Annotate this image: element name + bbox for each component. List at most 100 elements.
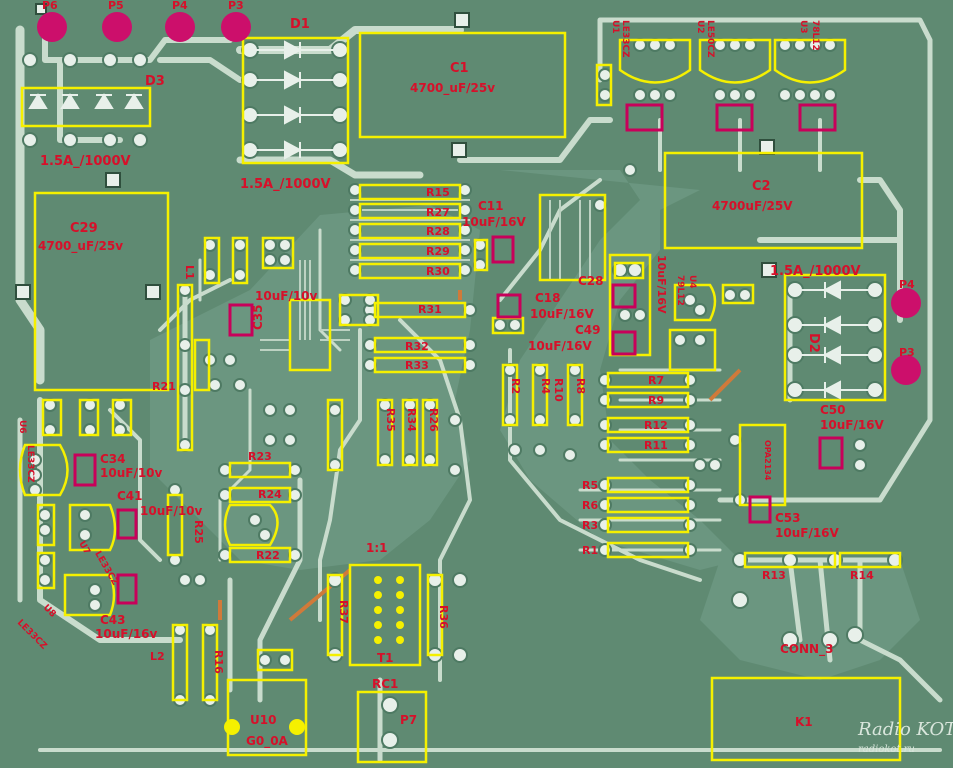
label-r13: R13 <box>762 569 786 582</box>
label-c2: C2 <box>752 179 771 194</box>
label-r33: R33 <box>405 359 429 372</box>
label-u10-part: G0_0A <box>246 734 289 749</box>
label-u3: U3 <box>798 20 808 34</box>
label-r28: R28 <box>426 225 450 238</box>
label-c1-value: 4700_uF/25v <box>410 81 495 96</box>
label-c28: C28 <box>578 274 604 288</box>
label-r24: R24 <box>258 488 282 501</box>
label-r9: R9 <box>648 394 664 407</box>
label-l1: L1 <box>183 265 196 280</box>
label-d2: D2 <box>806 333 821 353</box>
label-c35: C35 <box>251 304 265 330</box>
label-r29: R29 <box>426 245 450 258</box>
label-c28-value: 10uF/16V <box>655 255 668 314</box>
label-c18-value: 10uF/16V <box>530 307 595 321</box>
label-c43-value: 10uF/16v <box>95 627 158 641</box>
label-r16: R16 <box>212 650 225 674</box>
label-c35-value: 10uF/10v <box>255 289 318 303</box>
diode-symbols <box>28 40 870 400</box>
label-c18: C18 <box>535 291 561 305</box>
label-r26: R26 <box>427 408 440 432</box>
label-r36: R36 <box>437 605 450 629</box>
label-r14: R14 <box>850 569 874 582</box>
pads <box>22 38 903 749</box>
pin-label-p6: P6 <box>42 0 58 12</box>
label-c29-value: 4700_uF/25v <box>38 239 123 254</box>
label-u6-part: LE33CZ <box>25 445 35 483</box>
watermark-site: radiokot.ru <box>858 744 915 755</box>
label-r4: R4 <box>539 378 552 394</box>
label-r30: R30 <box>426 265 450 278</box>
label-u10: U10 <box>250 713 276 727</box>
silkscreen <box>18 31 902 764</box>
label-d2-rating: 1.5A_/1000V <box>770 264 861 279</box>
label-c11: C11 <box>478 199 504 213</box>
label-u2-part: LE50CZ <box>705 20 715 58</box>
label-c49-value: 10uF/16V <box>528 339 593 353</box>
label-r22: R22 <box>256 549 280 562</box>
label-c43: C43 <box>100 613 126 627</box>
label-u4-part: 79L12 <box>675 275 685 306</box>
label-r8: R8 <box>574 378 587 394</box>
label-d3: D3 <box>145 74 165 89</box>
label-d1: D1 <box>290 17 310 32</box>
label-r37: R37 <box>337 600 350 624</box>
label-r34: R34 <box>405 408 418 432</box>
label-l2: L2 <box>150 650 165 663</box>
pin-label-p3-top: P3 <box>228 0 244 12</box>
label-r27: R27 <box>426 206 450 219</box>
label-u1: U1 <box>610 20 620 34</box>
label-r1: R1 <box>582 544 598 557</box>
signal-traces <box>260 199 591 351</box>
u10-pins <box>224 719 305 735</box>
label-conn3: CONN_3 <box>780 642 833 657</box>
label-d3-rating: 1.5A_/1000V <box>40 154 131 169</box>
label-c29: C29 <box>70 221 98 236</box>
label-c11-value: 10uF/16V <box>462 215 527 229</box>
label-c53-value: 10uF/16V <box>775 526 840 540</box>
label-r31: R31 <box>418 303 442 316</box>
label-r25: R25 <box>192 520 205 544</box>
label-c1: C1 <box>450 61 469 76</box>
label-u3-part: 78L12 <box>810 20 820 51</box>
label-c2-value: 4700uF/25V <box>712 199 793 213</box>
label-r15: R15 <box>426 186 450 199</box>
label-c41-value: 10uF/10v <box>140 504 203 518</box>
label-r23: R23 <box>248 450 272 463</box>
label-c34: C34 <box>100 452 126 466</box>
label-r21: R21 <box>152 380 176 393</box>
label-r10: R10 <box>552 378 565 402</box>
pin-label-p4-top: P4 <box>172 0 188 12</box>
label-u4: U4 <box>687 275 697 289</box>
pin-label-p3-right: P3 <box>899 346 915 359</box>
label-r2: R2 <box>509 378 522 394</box>
label-u6: U6 <box>17 420 27 434</box>
pin-label-p5: P5 <box>108 0 124 12</box>
label-c49: C49 <box>575 323 601 337</box>
label-u1-part: LE33CZ <box>620 20 630 58</box>
pin-label-p4-right: P4 <box>899 278 915 291</box>
square-pads <box>15 3 777 300</box>
label-r32: R32 <box>405 340 429 353</box>
label-c34-value: 10uF/10v <box>100 466 163 480</box>
label-k1: K1 <box>795 715 813 729</box>
label-c53: C53 <box>775 511 801 525</box>
label-u5-part: OPA2134 <box>763 440 772 481</box>
label-r6: R6 <box>582 499 598 512</box>
label-t1-ratio: 1:1 <box>366 541 388 555</box>
label-c50: C50 <box>820 403 846 417</box>
label-r12: R12 <box>644 419 668 432</box>
label-t1: T1 <box>377 651 394 665</box>
label-p7: P7 <box>400 713 417 727</box>
label-d1-rating: 1.5A_/1000V <box>240 177 331 192</box>
label-r35: R35 <box>384 408 397 432</box>
label-r5: R5 <box>582 479 598 492</box>
label-rc1: RC1 <box>372 677 398 691</box>
label-r11: R11 <box>644 439 668 452</box>
watermark-brand: Radio KOT <box>857 719 953 740</box>
transformer-coils <box>374 576 404 644</box>
label-r3: R3 <box>582 519 598 532</box>
label-u2: U2 <box>695 20 705 34</box>
label-c50-value: 10uF/16V <box>820 418 885 432</box>
